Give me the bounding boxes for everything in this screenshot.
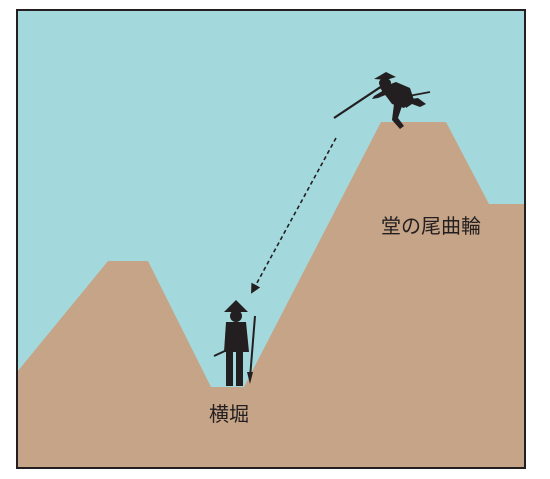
kuruwa-label: 堂の尾曲輪 <box>381 214 481 238</box>
yokobori-label: 横堀 <box>209 402 249 426</box>
attack-trajectory-arrow <box>251 137 337 294</box>
diagram-frame <box>16 9 526 469</box>
standing-warrior-with-spear-icon <box>213 300 256 386</box>
terrain-profile <box>17 122 525 468</box>
leaping-warrior-with-spear-icon <box>333 72 431 129</box>
